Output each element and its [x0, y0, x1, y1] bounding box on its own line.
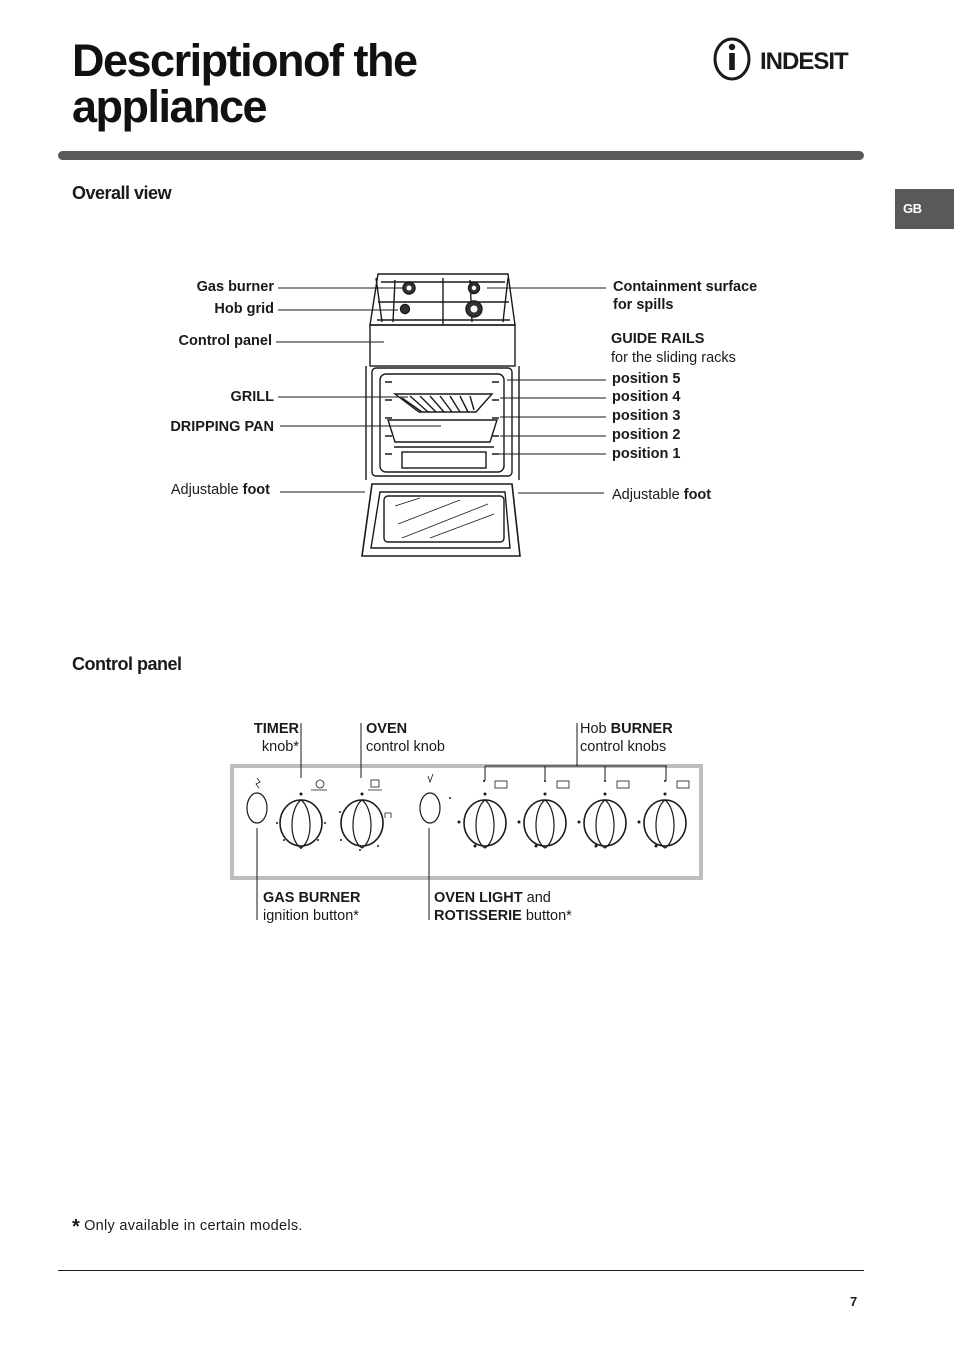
- label-containment-line1: Containment surface: [613, 279, 758, 295]
- page-title-line1: Descriptionof the: [72, 35, 418, 86]
- label-hob-prefix: Hob: [580, 721, 611, 737]
- label-position-2: position 2: [612, 427, 681, 443]
- control-panel-heading: Control panel: [72, 654, 182, 674]
- footnote: *Only available in certain models.: [72, 1216, 303, 1239]
- label-foot-right-bold: foot: [683, 487, 712, 503]
- label-timer: TIMER: [253, 721, 299, 737]
- label-rotisserie: ROTISSERIE button*: [434, 907, 572, 925]
- label-guide-rails-sub: for the sliding racks: [611, 350, 736, 366]
- cooker-illustration: [361, 273, 521, 557]
- language-tab: GB: [895, 189, 954, 229]
- label-foot-left-prefix: Adjustable: [170, 482, 243, 498]
- header-rule: [58, 151, 864, 160]
- label-position-5: position 5: [612, 371, 681, 387]
- label-dripping-pan: DRIPPING PAN: [170, 419, 274, 435]
- label-hob-bold: BURNER: [610, 721, 673, 737]
- label-hob-burner: Hob BURNER: [580, 720, 673, 738]
- label-oven-light-bold: OVEN LIGHT: [434, 890, 523, 906]
- label-adjustable-foot-right: Adjustable foot: [612, 486, 711, 504]
- label-hob-sub: control knobs: [580, 739, 667, 755]
- label-position-3: position 3: [612, 408, 681, 424]
- label-adjustable-foot-left: Adjustable foot: [130, 481, 270, 499]
- indesit-logo: INDESIT: [713, 37, 850, 81]
- label-oven-sub: control knob: [366, 739, 445, 755]
- label-rotisserie-bold: ROTISSERIE: [434, 908, 522, 924]
- label-foot-right-prefix: Adjustable: [612, 487, 684, 503]
- label-rotisserie-sub: button*: [521, 908, 572, 924]
- label-position-1: position 1: [612, 446, 681, 462]
- label-gas-burner-ignition-sub: ignition button*: [263, 908, 359, 924]
- page-title: Descriptionof the appliance: [72, 35, 418, 132]
- label-hob-grid: Hob grid: [214, 301, 274, 317]
- label-oven-light-and: and: [522, 890, 551, 906]
- brand-text: INDESIT: [760, 48, 849, 75]
- label-gas-burner-ignition: GAS BURNER: [263, 890, 361, 906]
- label-foot-left-bold: foot: [242, 482, 270, 498]
- control-panel-leader-lines: [256, 723, 667, 920]
- footer-rule: [58, 1270, 864, 1271]
- control-panel-illustration: [230, 764, 703, 880]
- label-guide-rails: GUIDE RAILS: [611, 331, 705, 347]
- label-oven-light: OVEN LIGHT and: [434, 889, 551, 907]
- footnote-star: *: [72, 1216, 81, 1238]
- footnote-text: Only available in certain models.: [84, 1218, 303, 1234]
- label-control-panel: Control panel: [178, 333, 272, 349]
- label-grill: GRILL: [230, 389, 275, 405]
- label-position-4: position 4: [612, 389, 681, 405]
- label-oven: OVEN: [366, 721, 408, 737]
- page-number: 7: [850, 1294, 858, 1309]
- label-containment-line2: for spills: [613, 297, 674, 313]
- label-timer-sub: knob*: [261, 739, 299, 755]
- overall-view-heading: Overall view: [72, 183, 172, 203]
- page-title-line2: appliance: [72, 81, 268, 132]
- cooker-leader-lines: [276, 287, 606, 494]
- label-gas-burner: Gas burner: [196, 279, 274, 295]
